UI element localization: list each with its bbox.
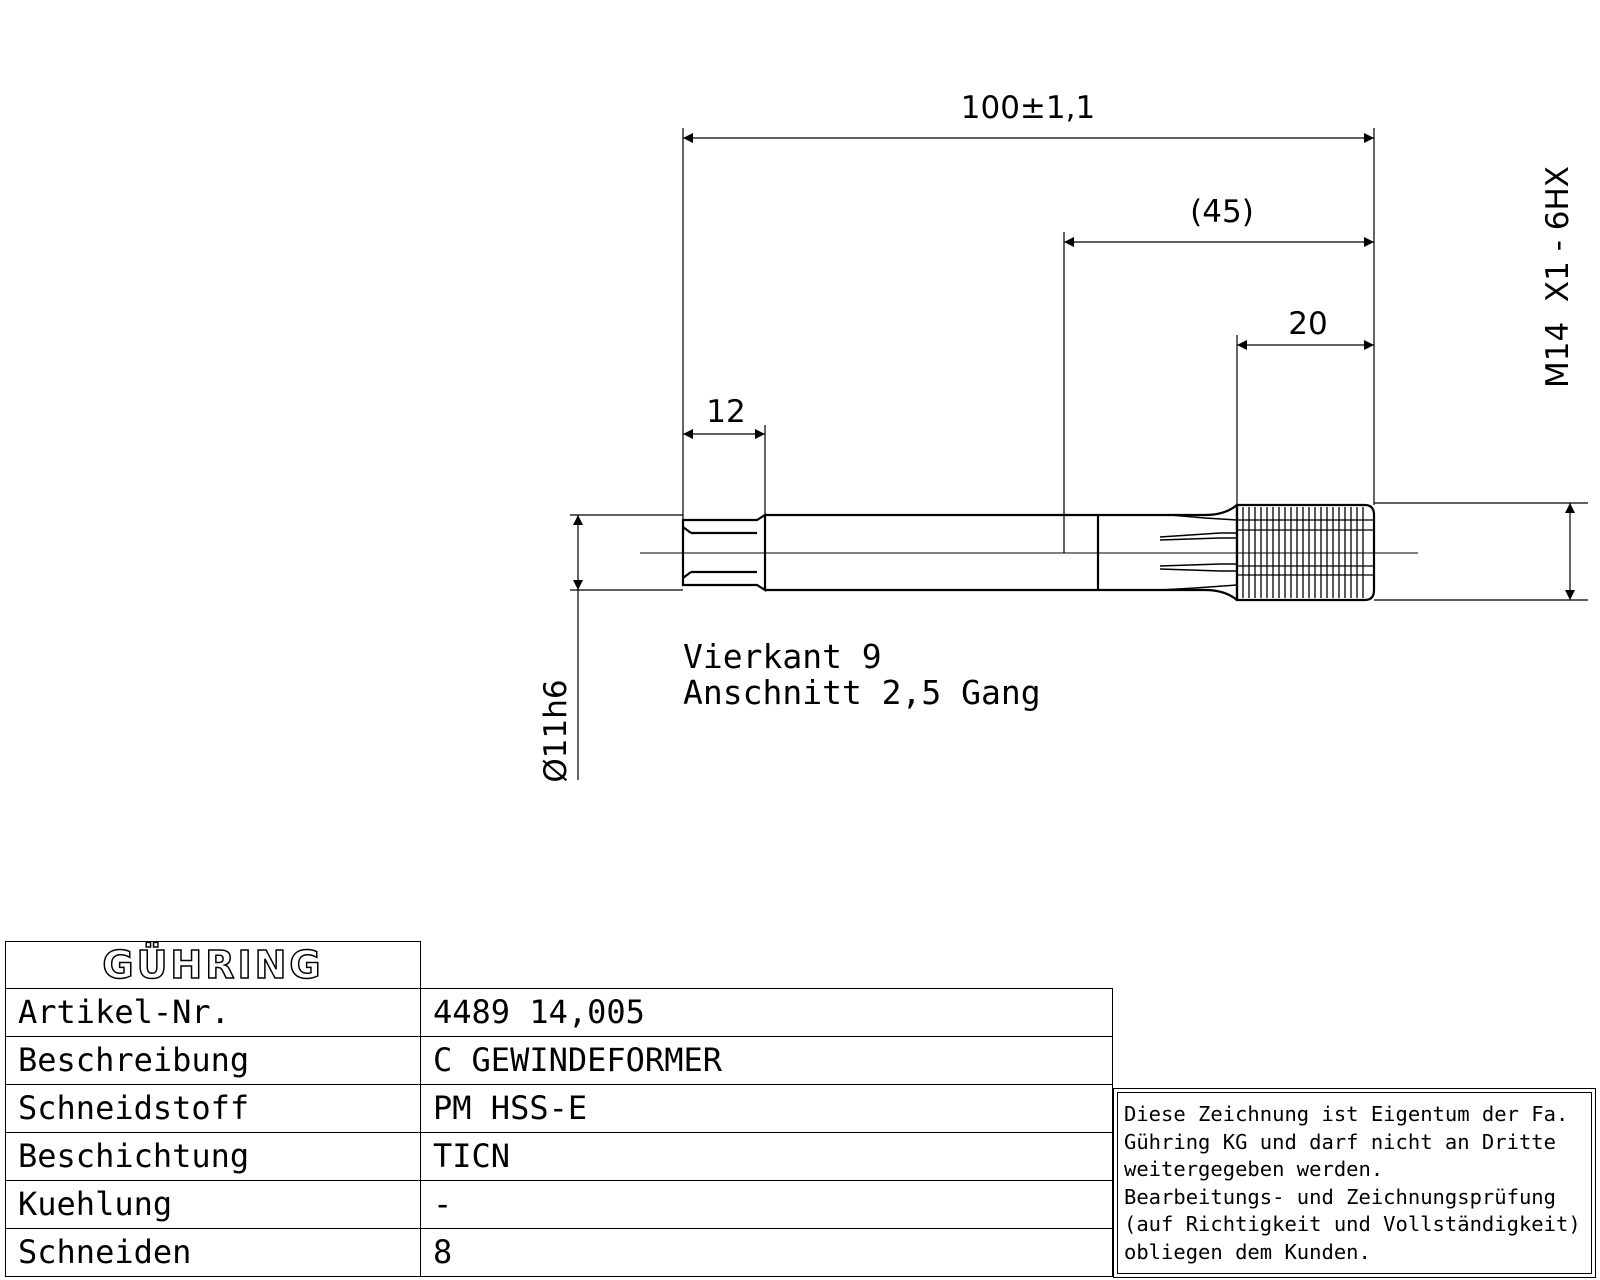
label-description: Beschreibung bbox=[5, 1036, 421, 1085]
value-cutting-material: PM HSS-E bbox=[420, 1084, 1113, 1133]
extension-lines bbox=[570, 128, 1588, 780]
dim-total-length: 100±1,1 bbox=[961, 90, 1095, 126]
dimension-lines bbox=[573, 133, 1575, 600]
note-chamfer: Anschnitt 2,5 Gang bbox=[683, 673, 1041, 712]
ownership-disclaimer: Diese Zeichnung ist Eigentum der Fa. Güh… bbox=[1113, 1088, 1596, 1278]
company-logo: GÜHRING bbox=[5, 941, 421, 989]
value-cutting-edges: 8 bbox=[420, 1228, 1113, 1277]
label-cutting-material: Schneidstoff bbox=[5, 1084, 421, 1133]
label-cutting-edges: Schneiden bbox=[5, 1228, 421, 1277]
value-coating: TICN bbox=[420, 1132, 1113, 1181]
note-square: Vierkant 9 bbox=[683, 637, 882, 676]
dim-thread-spec: M14 X1 - 6HX bbox=[1540, 166, 1576, 388]
dim-thread-length: (45) bbox=[1190, 194, 1254, 230]
label-cooling: Kuehlung bbox=[5, 1180, 421, 1229]
neck-grooves bbox=[1159, 514, 1238, 591]
value-cooling: - bbox=[420, 1180, 1113, 1229]
dim-shank-diameter: Ø11h6 bbox=[538, 679, 574, 782]
label-coating: Beschichtung bbox=[5, 1132, 421, 1181]
value-article-number: 4489 14,005 bbox=[420, 988, 1113, 1037]
dim-tip-length: 20 bbox=[1288, 306, 1327, 342]
tool-outline bbox=[681, 503, 1376, 602]
dim-square-length: 12 bbox=[706, 394, 745, 430]
disclaimer-text: Diese Zeichnung ist Eigentum der Fa. Güh… bbox=[1117, 1092, 1592, 1274]
logo-text: GÜHRING bbox=[102, 942, 324, 988]
value-description: C GEWINDEFORMER bbox=[420, 1036, 1113, 1085]
label-article-number: Artikel-Nr. bbox=[5, 988, 421, 1037]
